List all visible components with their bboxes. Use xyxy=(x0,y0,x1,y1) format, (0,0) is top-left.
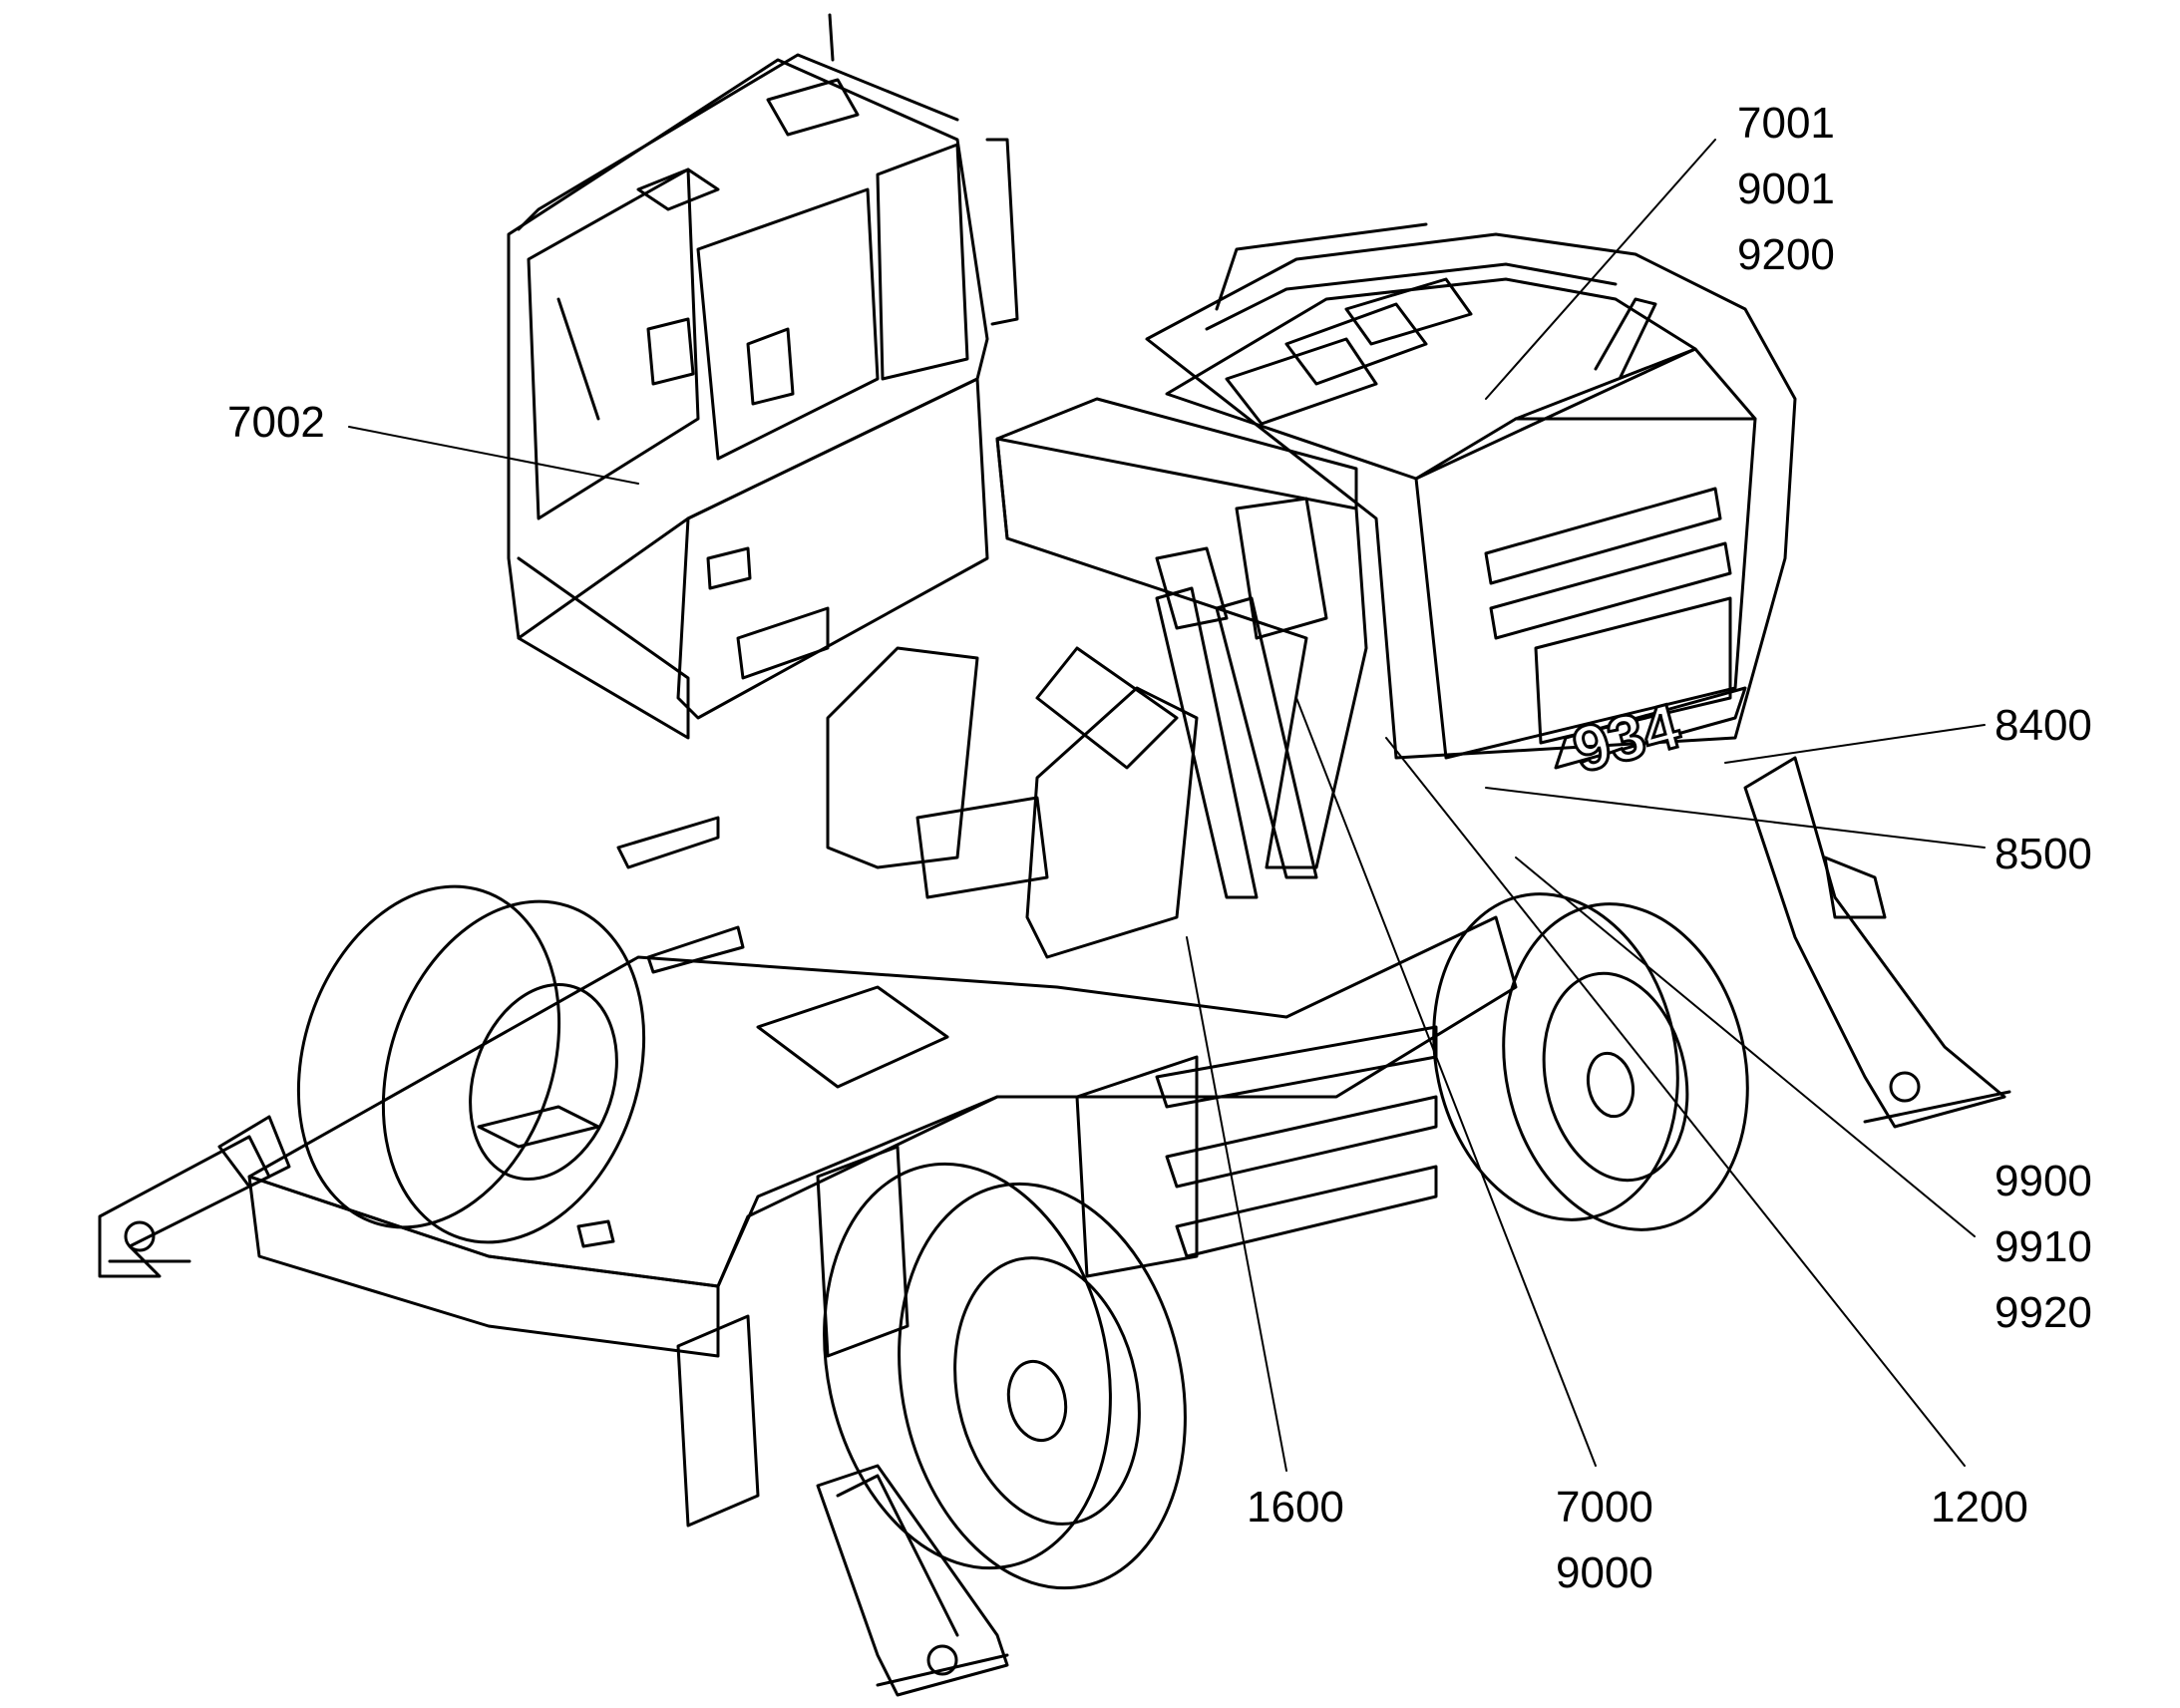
access-steps xyxy=(616,816,1438,1528)
callout-8500: 8500 xyxy=(1995,833,2092,898)
model-badge-frame xyxy=(1554,686,1747,770)
outrigger-front-left xyxy=(98,1115,291,1278)
callout-8400: 8400 xyxy=(1995,704,2092,770)
callout-number: 9920 xyxy=(1995,1288,2092,1337)
leader-8400 xyxy=(1724,724,1986,764)
outrigger-front-right xyxy=(816,1464,1009,1697)
undercarriage-frame xyxy=(247,915,1518,1358)
boom-assembly xyxy=(826,397,1368,959)
leader-7001 xyxy=(1485,139,1716,400)
engine-hood xyxy=(1145,222,1797,760)
leader-8500 xyxy=(1485,787,1986,849)
wheel-rear-left xyxy=(296,884,646,1244)
callout-number: 1600 xyxy=(1247,1483,1344,1532)
callout-1200: 1200 xyxy=(1931,1486,2028,1551)
callout-number: 9000 xyxy=(1556,1548,1653,1597)
callout-number: 9910 xyxy=(1995,1222,2092,1271)
leader-7000 xyxy=(1295,697,1597,1467)
wheel-front-right xyxy=(823,1162,1187,1590)
callout-number: 9001 xyxy=(1737,165,1835,213)
leader-7002 xyxy=(348,426,639,485)
callout-7002: 7002 xyxy=(227,401,325,467)
leader-lines xyxy=(348,139,1986,1472)
callout-number: 7001 xyxy=(1737,99,1835,148)
model-badge-text: 934 xyxy=(1566,689,1687,786)
leader-9900 xyxy=(1515,856,1976,1237)
leader-1600 xyxy=(1186,936,1287,1472)
callout-number: 8500 xyxy=(1995,830,2092,878)
callout-7001-9001-9200: 7001 9001 9200 xyxy=(1737,102,1835,299)
callout-number: 9200 xyxy=(1737,230,1835,279)
callout-number: 1200 xyxy=(1931,1483,2028,1532)
wheel-rear-right xyxy=(1432,892,1749,1231)
outrigger-rear xyxy=(1743,756,2011,1129)
callout-number: 7000 xyxy=(1556,1483,1653,1532)
callout-number: 9900 xyxy=(1995,1157,2092,1205)
callout-7000-9000: 7000 9000 xyxy=(1556,1486,1653,1617)
callout-9900-9910-9920: 9900 9910 9920 xyxy=(1995,1160,2092,1357)
callout-number: 8400 xyxy=(1995,701,2092,750)
leader-1200 xyxy=(1385,737,1966,1467)
callout-number: 7002 xyxy=(227,398,325,447)
operator-cab xyxy=(507,13,1019,740)
callout-1600: 1600 xyxy=(1247,1486,1344,1551)
